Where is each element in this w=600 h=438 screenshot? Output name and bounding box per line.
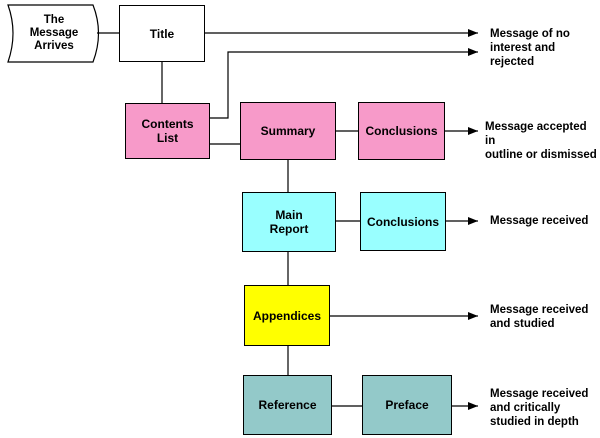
preface-box: Preface: [362, 375, 452, 435]
start-shape: [7, 4, 100, 63]
title-box: Title: [119, 5, 205, 62]
arrow-contents-rejected: [210, 48, 478, 119]
summary-box: Summary: [240, 102, 336, 160]
message-received: Message received: [490, 215, 589, 227]
start-label: The Message Arrives: [29, 14, 79, 52]
reference-box: Reference: [243, 375, 332, 435]
contents-list-box: Contents List: [125, 103, 210, 159]
conclusions-box-2: Conclusions: [360, 192, 446, 251]
message-outline: Message accepted in outline or dismissed: [485, 121, 597, 161]
conclusions-box-1: Conclusions: [358, 102, 445, 160]
message-critically: Message received and critically studied …: [490, 388, 589, 428]
message-rejected: Message of no interest and rejected: [490, 28, 570, 68]
main-report-box: Main Report: [242, 192, 336, 252]
appendices-box: Appendices: [244, 285, 330, 346]
message-studied: Message received and studied: [490, 304, 589, 330]
